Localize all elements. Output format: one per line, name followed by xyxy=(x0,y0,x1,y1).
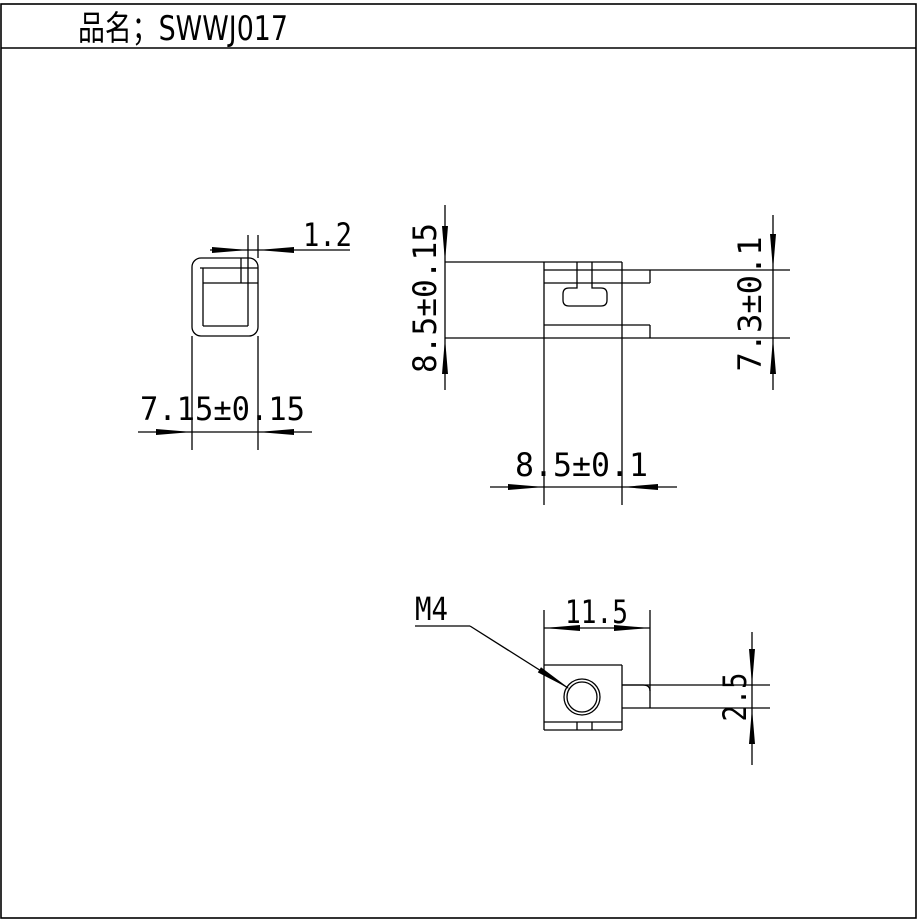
front-view: 8.5±0.15 7.3±0.1 8.5±0.1 xyxy=(406,205,790,505)
width-dimension-label: 7.15±0.15 xyxy=(140,390,305,428)
arrowhead xyxy=(442,338,448,374)
arrowhead xyxy=(212,247,248,253)
arrowhead xyxy=(258,429,294,435)
arrowhead xyxy=(770,338,776,374)
right-height-dimension-label: 7.3±0.1 xyxy=(731,237,769,372)
arrowhead xyxy=(770,234,776,270)
length-dimension-label: 11.5 xyxy=(565,593,628,631)
top-view: M4 11.5 2.5 xyxy=(415,590,770,765)
thread-callout-label: M4 xyxy=(415,590,448,628)
clip-outer-profile xyxy=(191,257,259,337)
part-name-title: 品名；SWWJ017 xyxy=(78,9,288,49)
keyhole-slot xyxy=(562,262,608,307)
thickness-dimension-label: 1.2 xyxy=(303,216,352,254)
arrowhead xyxy=(156,429,192,435)
arrowhead xyxy=(508,484,544,490)
arrowhead xyxy=(258,247,294,253)
title-block: 品名；SWWJ017 xyxy=(0,3,917,919)
arrowhead xyxy=(622,484,658,490)
screw-hole-inner xyxy=(566,681,598,713)
tab-dimension-label: 2.5 xyxy=(716,673,754,722)
body-width-dimension-label: 8.5±0.1 xyxy=(515,446,648,484)
left-height-dimension-label: 8.5±0.15 xyxy=(406,223,444,373)
tab-outline xyxy=(622,684,651,692)
screw-hole-outer xyxy=(563,678,601,716)
arrowhead xyxy=(749,649,755,685)
side-view: 1.2 7.15±0.15 xyxy=(138,216,352,450)
arrowhead xyxy=(442,226,448,262)
arrowhead xyxy=(537,667,570,689)
arrowhead xyxy=(614,625,650,631)
arrowhead xyxy=(544,625,580,631)
sheet-border xyxy=(0,3,917,919)
arrowhead xyxy=(749,708,755,744)
